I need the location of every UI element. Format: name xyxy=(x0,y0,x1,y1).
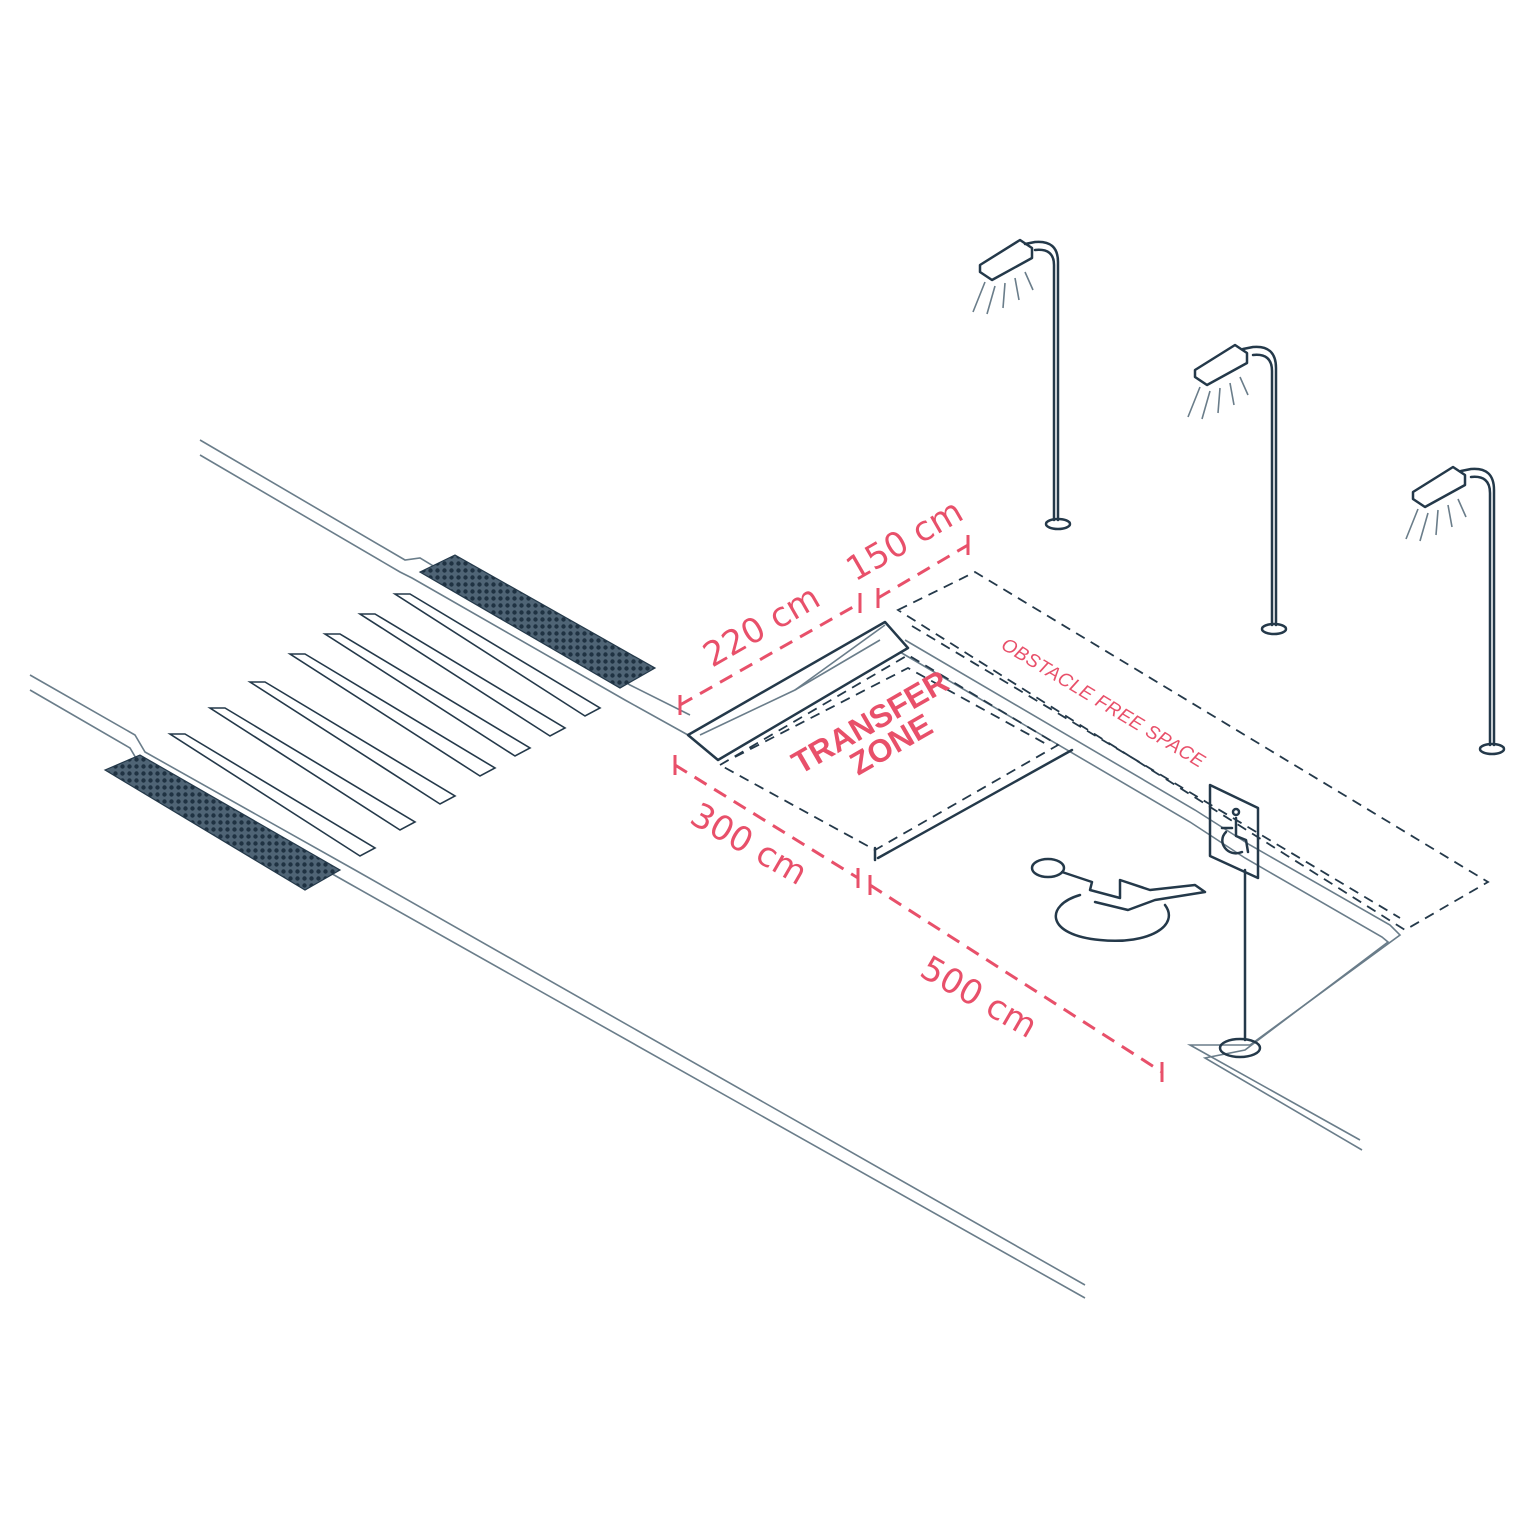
label-220-cm: 220 cm xyxy=(697,577,827,675)
transfer-zone-inner xyxy=(734,666,1049,758)
upper-curb xyxy=(199,439,1402,1151)
obstacle-free-space-label: OBSTACLE FREE SPACE xyxy=(997,634,1208,772)
transfer-zone-outline xyxy=(719,653,1060,852)
crosswalk-stripe xyxy=(207,707,417,831)
crosswalk-stripe xyxy=(392,593,602,717)
curb-ramp xyxy=(686,620,910,762)
obstacle-free-space-outline xyxy=(896,570,1490,932)
dim-150 xyxy=(876,535,970,608)
parking-sign xyxy=(1208,783,1262,1059)
dim-500 xyxy=(868,875,1164,1082)
dim-300 xyxy=(673,755,860,888)
crosswalk-stripe xyxy=(247,681,457,805)
dim-220 xyxy=(678,593,862,715)
crosswalk-stripe xyxy=(357,613,567,737)
tactile-paving-upper xyxy=(418,554,657,689)
label-300-cm: 300 cm xyxy=(684,795,814,893)
label-500-cm: 500 cm xyxy=(914,948,1044,1046)
crosswalk-stripe xyxy=(322,633,532,757)
label-150-cm: 150 cm xyxy=(840,491,970,589)
crosswalk-stripe xyxy=(287,653,497,777)
crosswalk-stripe xyxy=(167,733,377,857)
parking-end-line xyxy=(876,748,1074,860)
street-lamp-icon xyxy=(972,238,1072,531)
street-lamp-icon xyxy=(1405,465,1506,756)
tactile-paving-lower xyxy=(103,754,342,891)
wheelchair-icon xyxy=(1030,857,1207,943)
street-lamp-icon xyxy=(1187,343,1288,636)
wheelchair-icon xyxy=(1220,807,1250,855)
crosswalk xyxy=(167,593,602,857)
